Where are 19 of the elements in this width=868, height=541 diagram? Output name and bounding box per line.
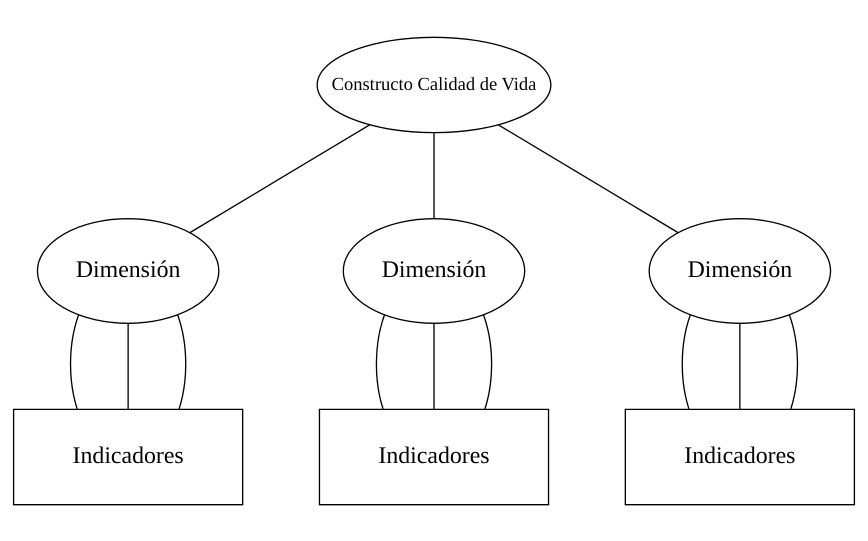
connector — [482, 314, 492, 409]
node-box: Indicadores — [12, 408, 244, 505]
connector — [190, 124, 370, 233]
connector — [127, 322, 129, 409]
connector — [788, 314, 798, 409]
node-box: Indicadores — [318, 408, 550, 505]
connector — [376, 314, 386, 409]
connector — [177, 314, 186, 409]
connector — [70, 314, 80, 409]
node-ellipse: Dimensión — [342, 218, 526, 324]
connector — [498, 124, 678, 233]
node-box: Indicadores — [624, 408, 856, 505]
node-ellipse: Constructo Calidad de Vida — [316, 36, 552, 133]
connector — [739, 322, 741, 409]
node-ellipse: Dimensión — [36, 218, 220, 324]
node-ellipse: Dimensión — [648, 218, 832, 324]
connector — [433, 322, 435, 409]
connector — [433, 132, 435, 218]
connector — [682, 314, 691, 409]
